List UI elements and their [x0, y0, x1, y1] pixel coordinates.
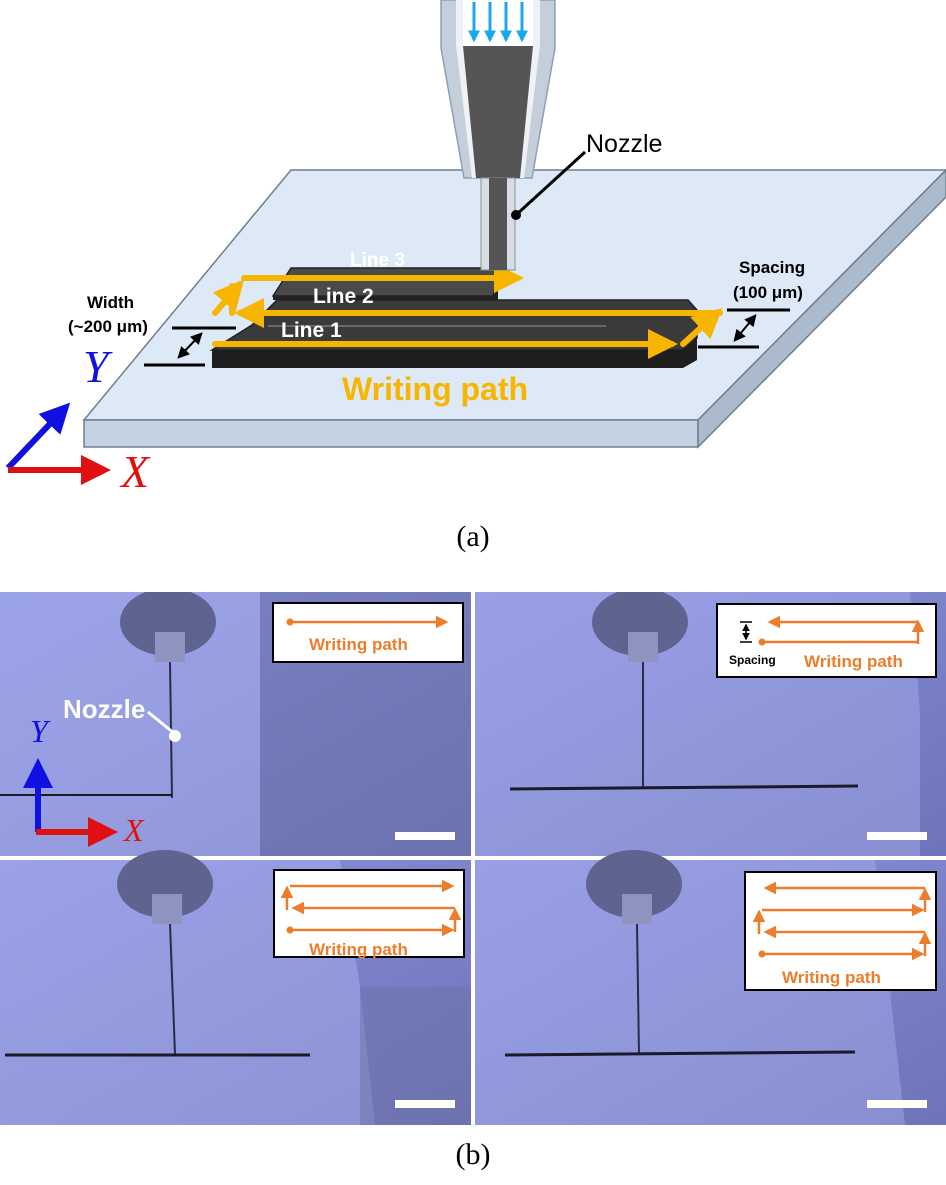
caption-b: (b): [455, 1138, 491, 1171]
scale-bars: [395, 832, 927, 1108]
width-label: Width: [87, 293, 134, 312]
photo-nozzles: [117, 592, 688, 1055]
photo-axis-x-label: X: [122, 812, 145, 848]
caption-a: (a): [456, 520, 490, 553]
inset-3-label: Writing path: [309, 940, 408, 959]
width-marker: [144, 326, 236, 367]
photo-nozzle-callout: [147, 710, 181, 742]
inset-4-label: Writing path: [782, 968, 881, 987]
spacing-marker: [698, 308, 790, 349]
inset-panel-1: [272, 602, 464, 663]
axis-y-label: Y: [83, 341, 113, 392]
writing-path-label: Writing path: [342, 371, 528, 407]
line-2-label: Line 2: [313, 285, 374, 308]
axis-arrows: [5, 402, 111, 485]
inset-panel-4: [744, 871, 937, 991]
photo-axis-arrows: [23, 758, 118, 847]
inset-1-label: Writing path: [309, 635, 408, 654]
inset-panel-3: [273, 869, 465, 958]
inset-panel-2: [716, 603, 937, 678]
writing-path-arrows: [212, 263, 723, 359]
spacing-label: Spacing: [739, 258, 805, 277]
axis-x-label: X: [119, 446, 151, 497]
photo-axis-y-label: Y: [30, 713, 51, 749]
nozzle-callout: [511, 150, 587, 220]
schematic-figure-a: Nozzle Line 3 Line 2 Line 1 Width (~200 …: [5, 0, 946, 497]
line-3-label: Line 3: [350, 250, 405, 271]
photo-figure-b: Nozzle Y X Writing path Spacing Writing …: [0, 592, 946, 1125]
printed-lines: [209, 267, 698, 368]
photo-printed-lines: [0, 784, 859, 1057]
spacing-value: (100 μm): [733, 283, 803, 302]
nozzle-label: Nozzle: [586, 130, 662, 158]
flow-arrows: [468, 2, 528, 43]
line-1-label: Line 1: [281, 319, 342, 342]
photo-nozzle-label: Nozzle: [63, 694, 145, 724]
inset-2-label: Writing path: [804, 652, 903, 671]
inset-2-spacing-label: Spacing: [729, 653, 776, 667]
width-value: (~200 μm): [68, 317, 148, 336]
